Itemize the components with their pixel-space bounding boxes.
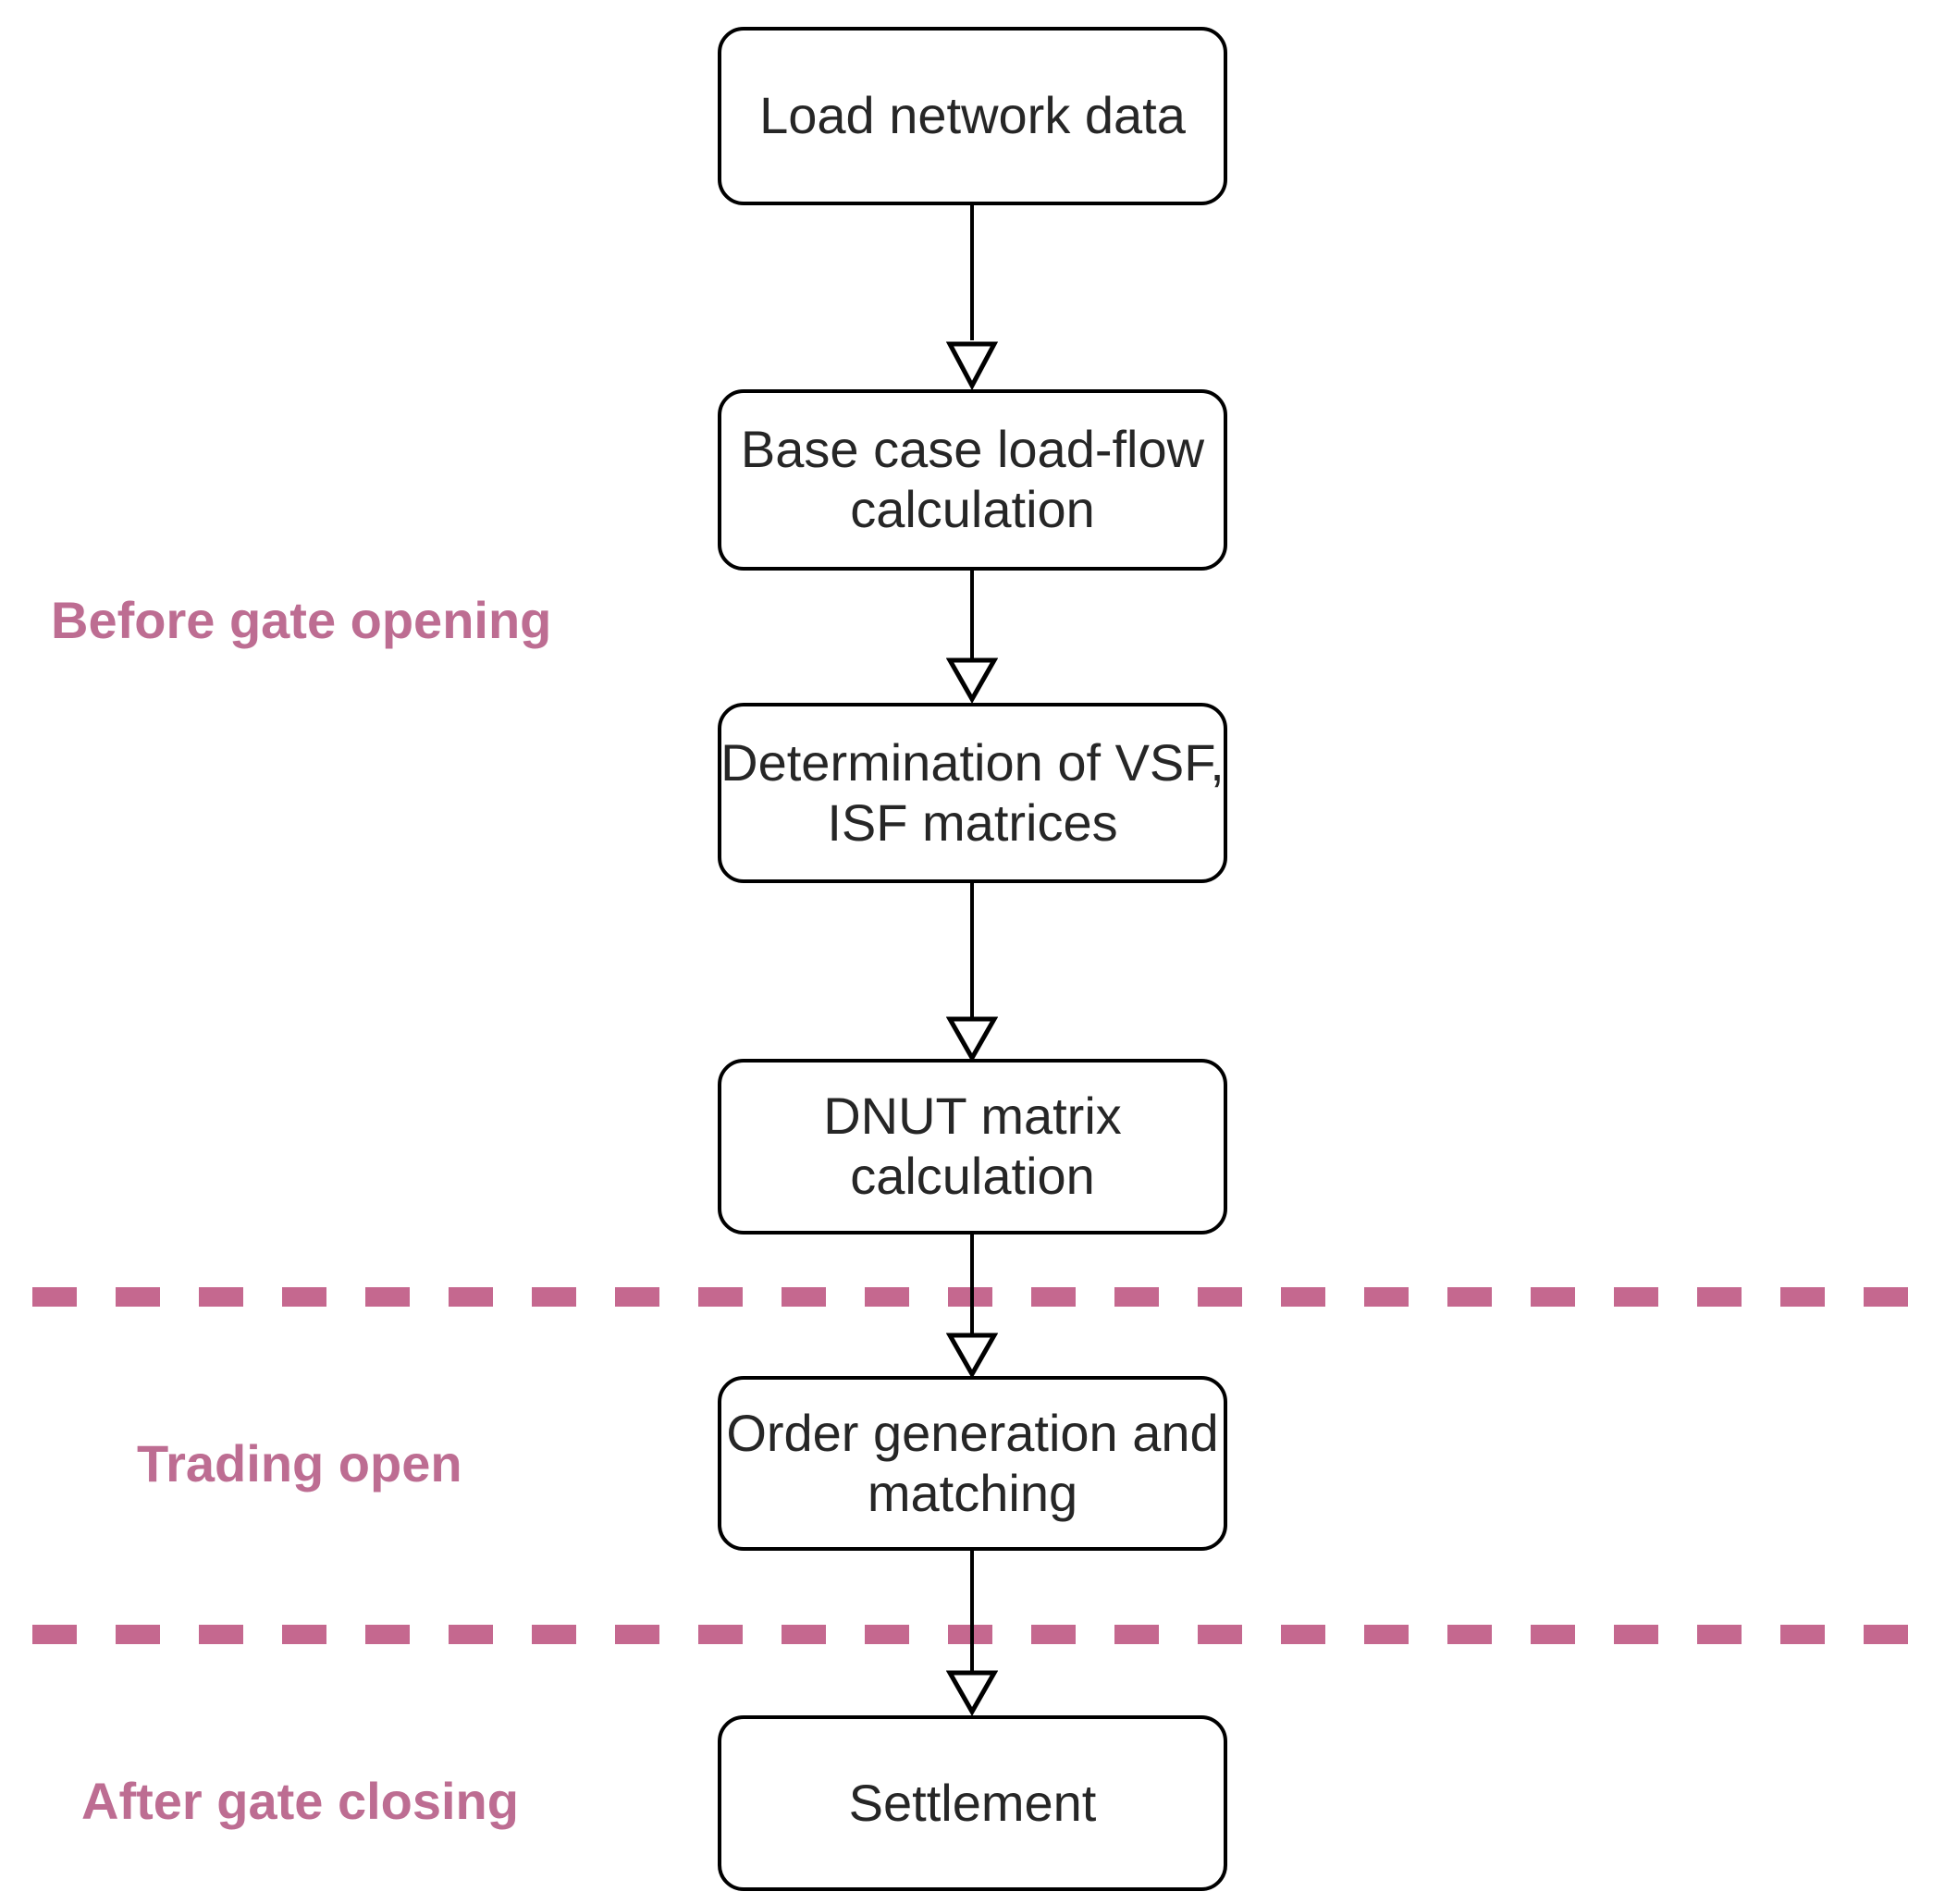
node-base-case-load-flow: Base case load-flow calculation [718,389,1227,571]
node-label: Order generation and matching [726,1403,1219,1522]
phase-label-trading-open: Trading open [137,1434,462,1492]
node-label: DNUT matrix calculation [823,1087,1122,1205]
connector-line-3 [970,883,974,1020]
node-load-network-data: Load network data [718,27,1227,205]
node-order-generation: Order generation and matching [718,1376,1227,1551]
phase-label-after-gate-closing: After gate closing [81,1772,519,1830]
node-label: Base case load-flow calculation [740,420,1205,538]
node-label: Settlement [848,1773,1097,1832]
node-dnut-matrix: DNUT matrix calculation [718,1059,1227,1235]
node-vsf-isf-matrices: Determination of VSF, ISF matrices [718,703,1227,883]
phase-label-before-gate-opening: Before gate opening [51,591,552,649]
node-label: Determination of VSF, ISF matrices [720,732,1225,852]
connector-line-4 [970,1235,974,1336]
connector-line-1 [970,205,974,340]
node-settlement: Settlement [718,1715,1227,1891]
connector-line-5 [970,1551,974,1673]
arrowhead-down-icon [946,1670,998,1715]
connector-line-2 [970,571,974,659]
arrowhead-down-icon [946,1016,998,1062]
node-label: Load network data [759,86,1186,145]
arrowhead-down-icon [946,341,998,389]
arrowhead-down-icon [946,657,998,703]
arrowhead-down-icon [946,1333,998,1378]
